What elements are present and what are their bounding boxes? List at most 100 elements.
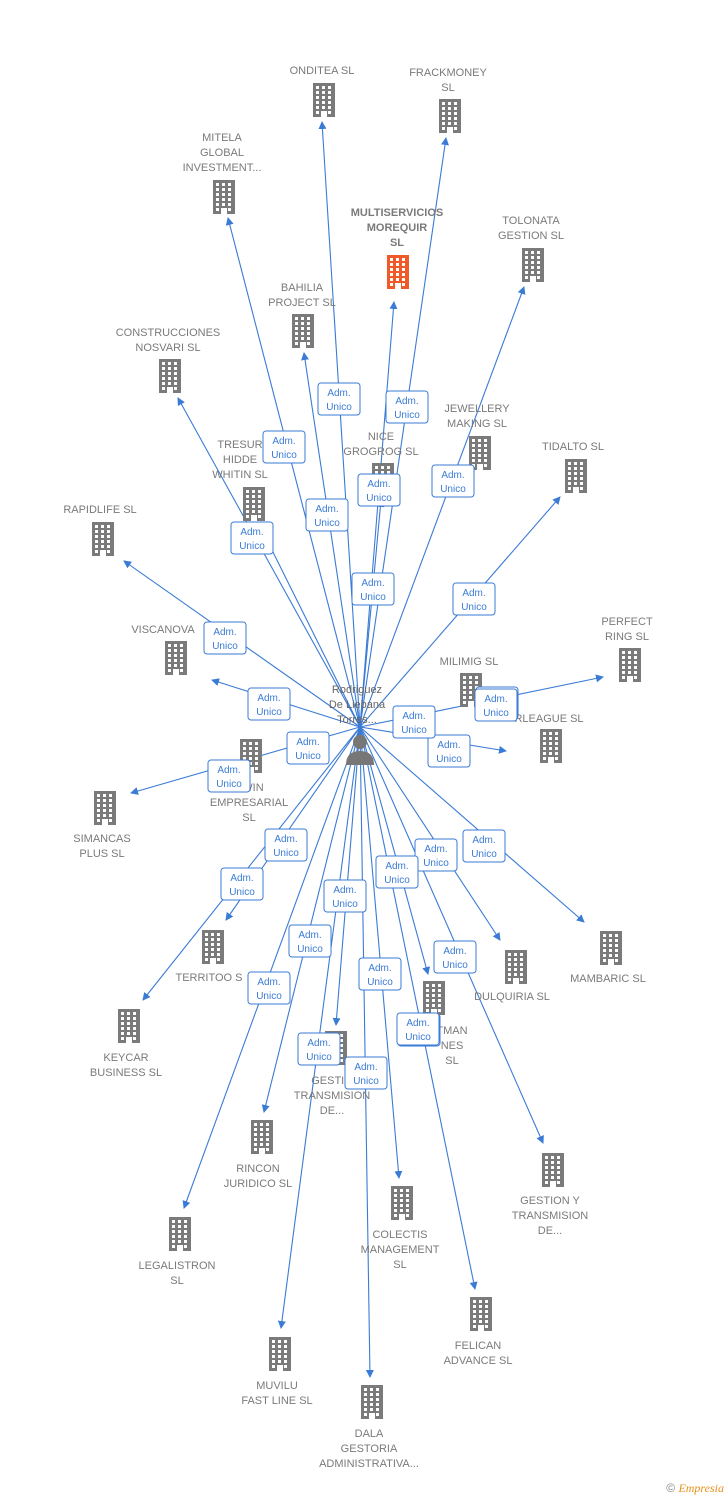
edge-role-label[interactable]: Adm.Unico <box>357 473 401 507</box>
edge-role-label[interactable]: Adm.Unico <box>392 705 436 739</box>
company-node-territoo[interactable]: TERRITOO S <box>175 930 243 984</box>
edge-role-label[interactable]: Adm.Unico <box>351 572 395 606</box>
edge-role-text: Unico <box>271 450 297 461</box>
company-label: TIDALTO SL <box>542 441 604 453</box>
company-label: SL <box>390 237 404 249</box>
edge-role-label[interactable]: Adm.Unico <box>247 687 291 721</box>
company-node-tidalto[interactable]: TIDALTO SL <box>542 441 604 493</box>
edge-felican <box>359 726 478 1290</box>
edge-role-text: Adm. <box>298 930 321 941</box>
edge-role-label[interactable]: Adm.Unico <box>297 1032 341 1066</box>
edge-role-label[interactable]: Adm. Unico <box>288 924 332 958</box>
building-icon <box>165 641 187 675</box>
edge-role-label[interactable]: Adm.Unico <box>220 867 264 901</box>
company-label: BAHILIA <box>281 282 324 294</box>
edge-role-label[interactable]: Adm.Unico <box>264 828 308 862</box>
edge-role-label[interactable]: Adm.Unico <box>207 759 251 793</box>
edge-role-label[interactable]: Adm.Unico <box>396 1012 440 1046</box>
company-label: GESTION Y <box>520 1195 580 1207</box>
edge-role-text: Adm. <box>217 765 240 776</box>
company-node-dala[interactable]: DALAGESTORIAADMINISTRATIVA... <box>319 1385 419 1470</box>
building-icon <box>540 729 562 763</box>
company-node-mambaric[interactable]: MAMBARIC SL <box>570 931 646 985</box>
building-icon <box>118 1009 140 1043</box>
edge-rincon <box>261 726 361 1113</box>
person-icon <box>346 735 374 765</box>
edge-role-text: Unico <box>256 707 282 718</box>
company-label: RAPIDLIFE SL <box>63 504 136 516</box>
company-label: SL <box>242 812 255 824</box>
edge-role-label[interactable]: Adm.Unico <box>323 879 367 913</box>
edge-role-label[interactable]: Adm.Unico <box>317 382 361 416</box>
company-node-mitela[interactable]: MITELAGLOBALINVESTMENT... <box>183 132 262 214</box>
company-label: PLUS SL <box>79 848 124 860</box>
edge-role-text: Unico <box>366 493 392 504</box>
edge-nice <box>359 499 385 728</box>
edge-role-text: Unico <box>256 991 282 1002</box>
company-label: LEGALISTRON <box>138 1260 215 1272</box>
edge-role-text: Unico <box>297 944 323 955</box>
edge-role-label[interactable]: Adm.Unico <box>462 829 506 863</box>
company-label: MAMBARIC SL <box>570 973 646 985</box>
company-node-viscanova[interactable]: VISCANOVA <box>131 624 195 675</box>
edge-role-label[interactable]: Adm.Unico <box>203 621 247 655</box>
company-label: MILIMIG SL <box>440 656 499 668</box>
edge-dala <box>359 726 374 1378</box>
edge-role-label[interactable]: Adm.Unico <box>433 940 477 974</box>
company-label: ADMINISTRATIVA... <box>319 1458 419 1470</box>
edge-role-label[interactable]: Adm.Unico <box>431 464 475 498</box>
edge-role-label[interactable]: Adm.Unico <box>427 734 471 768</box>
edge-role-text: Adm. <box>441 470 464 481</box>
edge-role-text: Unico <box>353 1076 379 1087</box>
edge-role-text: Adm. <box>274 834 297 845</box>
edge-role-text: Unico <box>384 875 410 886</box>
edge-role-label[interactable]: Adm.Unico <box>385 390 429 424</box>
edge-role-label[interactable]: Adm.Unico <box>375 855 419 889</box>
edge-role-label[interactable]: Adm.Unico <box>230 521 274 555</box>
edge-role-label[interactable]: Adm.Unico <box>452 582 496 616</box>
edge-role-label[interactable]: Adm. Unico <box>247 971 291 1005</box>
company-label: HIDDE <box>223 454 257 466</box>
edge-role-label[interactable]: Adm.Unico <box>414 838 458 872</box>
edge-role-label[interactable]: Adm.Unico <box>305 498 349 532</box>
company-label: MOREQUIR <box>367 222 428 234</box>
edge-role-label[interactable]: Adm.Unico <box>286 731 330 765</box>
edge-role-text: Adm. <box>257 977 280 988</box>
company-label: KEYCAR <box>103 1052 148 1064</box>
company-node-gestion2[interactable]: GESTION YTRANSMISIONDE... <box>512 1153 588 1237</box>
edge-bahilia <box>301 352 361 728</box>
company-label: TERRITOO S <box>175 972 242 984</box>
person-name-line: Torres... <box>337 714 377 726</box>
company-node-onditea[interactable]: ONDITEA SL <box>290 65 355 117</box>
edge-role-label[interactable]: Adm.Unico <box>262 430 306 464</box>
building-icon <box>361 1385 383 1419</box>
company-node-rapidlife[interactable]: RAPIDLIFE SL <box>63 504 137 556</box>
company-node-dulquiria[interactable]: DULQUIRIA SL <box>474 950 550 1003</box>
company-label: MANAGEMENT <box>361 1244 440 1256</box>
edge-role-text: Adm. <box>354 1062 377 1073</box>
edge-role-label[interactable]: Adm. Unico <box>344 1056 388 1090</box>
edge-role-label[interactable]: Adm.Unico <box>474 688 518 722</box>
edge-role-text: Adm. <box>296 737 319 748</box>
company-label: FAST LINE SL <box>241 1395 312 1407</box>
edge-role-label[interactable]: Adm.Unico <box>358 957 402 991</box>
company-node-rleague[interactable]: RLEAGUE SL <box>514 713 584 763</box>
edge-onditea <box>318 121 361 728</box>
